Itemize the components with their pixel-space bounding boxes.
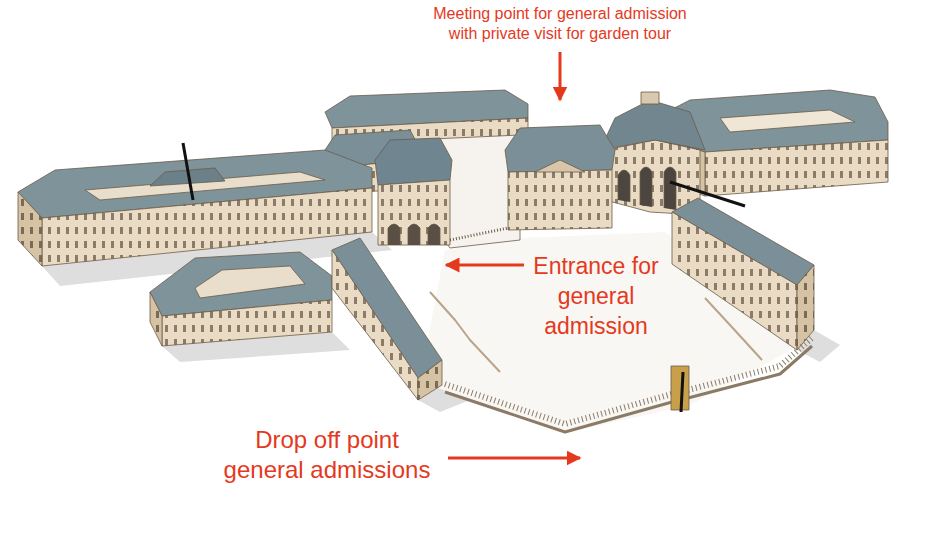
facade (508, 170, 612, 230)
leader-arrow (446, 264, 524, 267)
callout-label: Drop off point general admissions (217, 425, 437, 485)
marker-line (670, 182, 745, 206)
fence-pickets (445, 384, 672, 424)
chapel-windows (618, 167, 676, 210)
leader-arrow (559, 52, 562, 100)
roof (505, 125, 615, 172)
facade (332, 250, 418, 400)
roof (375, 138, 452, 185)
fence-pickets (688, 338, 812, 390)
facade (18, 192, 42, 266)
railing (450, 228, 508, 240)
facade (42, 188, 372, 266)
callout-label: Entrance for general admission (516, 251, 676, 341)
arcade (388, 224, 440, 245)
chapel-wall (605, 140, 700, 215)
facade (150, 292, 162, 346)
facade (162, 300, 332, 346)
facade (418, 360, 442, 400)
marker-line (681, 372, 683, 412)
facade (797, 265, 814, 350)
chapel-roof (600, 100, 705, 150)
facade (378, 180, 450, 245)
chapel-lantern (641, 92, 659, 104)
leader-arrow (448, 457, 580, 460)
courtyard (720, 110, 855, 132)
callout-label: Meeting point for general admission with… (420, 4, 700, 44)
courtyard (195, 266, 305, 298)
facade (672, 212, 797, 350)
facade (705, 140, 888, 196)
pediment (535, 160, 585, 172)
marker-line (183, 143, 193, 200)
